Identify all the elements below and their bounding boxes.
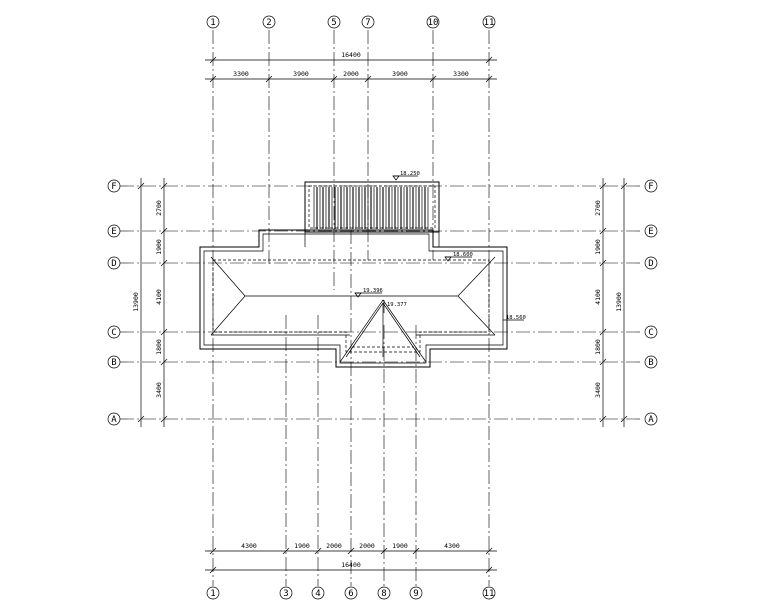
dim-left-span-4: 1800 bbox=[155, 339, 163, 355]
axis-label-bottom-2: 3 bbox=[283, 589, 288, 599]
dim-top-span-1: 3300 bbox=[233, 70, 249, 78]
dim-left-span-5: 3400 bbox=[155, 382, 163, 398]
axis-label-right-3: D bbox=[648, 259, 653, 269]
axis-label-bottom-3: 4 bbox=[315, 589, 320, 599]
axis-label-right-6: A bbox=[648, 415, 654, 425]
dim-bottom-span-2: 1900 bbox=[294, 542, 310, 550]
dim-bottom-span-6: 4300 bbox=[444, 542, 460, 550]
dim-top-span-3: 2000 bbox=[343, 70, 359, 78]
dim-left-span-3: 4100 bbox=[155, 289, 163, 305]
axis-label-left-4: C bbox=[111, 328, 116, 338]
elevation-eave-right: 18.600 bbox=[453, 252, 473, 258]
elevation-markers: 18.250 18.600 19.396 19.377 18.560 bbox=[354, 171, 526, 321]
axis-label-left-3: D bbox=[111, 259, 116, 269]
axis-label-top-1: 1 bbox=[210, 18, 215, 28]
dim-bottom-span-4: 2000 bbox=[359, 542, 375, 550]
elevation-top-box: 18.250 bbox=[400, 171, 420, 177]
dim-right-span-1: 2700 bbox=[594, 200, 602, 216]
axis-label-bottom-4: 6 bbox=[348, 589, 353, 599]
dim-right-total: 13900 bbox=[615, 292, 623, 312]
elevation-ridge: 19.396 bbox=[363, 288, 383, 294]
axis-label-right-1: F bbox=[648, 182, 653, 192]
axis-label-bottom-7: 11 bbox=[484, 589, 495, 599]
dim-right-span-4: 1800 bbox=[594, 339, 602, 355]
axis-label-right-5: B bbox=[648, 358, 653, 368]
dim-left-total: 13900 bbox=[132, 292, 140, 312]
axis-label-left-5: B bbox=[111, 358, 116, 368]
elevation-right-edge: 18.560 bbox=[506, 315, 526, 321]
axis-label-top-4: 7 bbox=[365, 18, 370, 28]
axis-label-left-1: F bbox=[111, 182, 116, 192]
dim-top-span-5: 3300 bbox=[453, 70, 469, 78]
dim-right-span-5: 3400 bbox=[594, 382, 602, 398]
dim-top-span-4: 3900 bbox=[392, 70, 408, 78]
dim-right-span-3: 4100 bbox=[594, 289, 602, 305]
axis-label-bottom-6: 9 bbox=[413, 589, 418, 599]
dim-bottom-span-5: 1900 bbox=[392, 542, 408, 550]
dim-bottom-total: 16400 bbox=[341, 561, 361, 569]
axis-label-top-3: 5 bbox=[331, 18, 336, 28]
axis-bubbles-top: 1 2 5 7 10 11 bbox=[206, 15, 496, 29]
axis-bubbles-left: F E D C B A bbox=[107, 179, 121, 426]
dim-bottom-span-3: 2000 bbox=[326, 542, 342, 550]
axis-label-left-2: E bbox=[111, 227, 116, 237]
elevation-gable-peak: 19.377 bbox=[387, 302, 407, 308]
dimension-text-right: 2700 1900 4100 1800 3400 13900 bbox=[594, 200, 623, 398]
dim-top-total: 16400 bbox=[341, 51, 361, 59]
axis-label-bottom-1: 1 bbox=[210, 589, 215, 599]
dim-left-span-2: 1900 bbox=[155, 239, 163, 255]
ribbed-roof-panel bbox=[313, 187, 429, 229]
dimension-text-bottom: 4300 1900 2000 2000 1900 4300 16400 bbox=[241, 542, 460, 569]
axis-label-left-6: A bbox=[111, 415, 117, 425]
dimension-lines bbox=[137, 56, 628, 574]
axis-label-right-2: E bbox=[648, 227, 653, 237]
axis-bubbles-bottom: 1 3 4 6 8 9 11 bbox=[206, 586, 496, 600]
dim-left-span-1: 2700 bbox=[155, 200, 163, 216]
axis-label-top-2: 2 bbox=[266, 18, 271, 28]
axis-label-top-5: 10 bbox=[428, 18, 439, 28]
dim-right-span-2: 1900 bbox=[594, 239, 602, 255]
axis-bubbles-right: F E D C B A bbox=[644, 179, 658, 426]
horizontal-axis-lines bbox=[120, 185, 643, 420]
axis-label-right-4: C bbox=[648, 328, 653, 338]
dimension-text-top: 16400 3300 3900 2000 3900 3300 bbox=[233, 51, 469, 78]
dimension-text-left: 2700 1900 4100 1800 3400 13900 bbox=[132, 200, 163, 398]
dim-top-span-2: 3900 bbox=[293, 70, 309, 78]
vertical-axis-lines bbox=[212, 30, 490, 586]
axis-label-top-6: 11 bbox=[484, 18, 495, 28]
axis-label-bottom-5: 8 bbox=[381, 589, 386, 599]
roof-outline bbox=[199, 181, 508, 368]
dim-bottom-span-1: 4300 bbox=[241, 542, 257, 550]
